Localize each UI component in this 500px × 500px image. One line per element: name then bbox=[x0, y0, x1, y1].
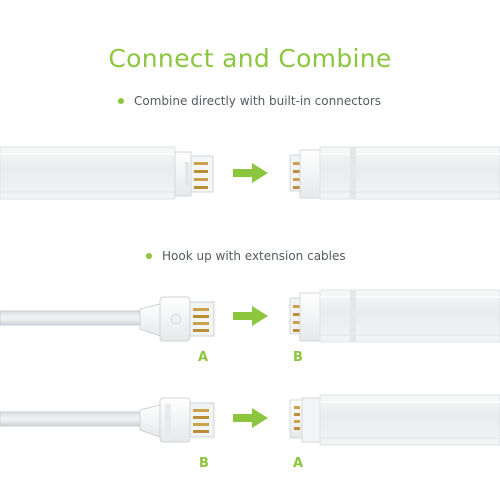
bullet-combine-directly: Combine directly with built-in connector… bbox=[118, 94, 381, 108]
extension-cable bbox=[0, 296, 215, 342]
page-title: Connect and Combine bbox=[108, 44, 392, 73]
arrow-right-icon bbox=[233, 408, 268, 428]
light-bar-right bbox=[289, 394, 500, 446]
label-a: A bbox=[293, 456, 304, 471]
row-direct bbox=[0, 146, 500, 200]
extension-cable bbox=[0, 397, 215, 443]
row-cable-1 bbox=[0, 289, 500, 343]
bullet-text: Combine directly with built-in connector… bbox=[134, 94, 382, 108]
arrow-right-icon bbox=[233, 306, 268, 326]
row-cable-2 bbox=[0, 394, 500, 446]
connector-male bbox=[174, 151, 214, 197]
arrow-right-icon bbox=[233, 163, 268, 183]
bullet-extension-cables: Hook up with extension cables bbox=[146, 249, 346, 263]
label-b: B bbox=[199, 456, 209, 471]
bullet-dot-icon bbox=[118, 98, 124, 104]
light-bar-left bbox=[0, 146, 176, 200]
bullet-text: Hook up with extension cables bbox=[162, 249, 346, 263]
light-bar-right bbox=[289, 146, 500, 200]
label-a: A bbox=[198, 350, 209, 365]
label-b: B bbox=[293, 350, 303, 365]
light-bar-right bbox=[289, 289, 500, 343]
bullet-dot-icon bbox=[146, 253, 152, 259]
